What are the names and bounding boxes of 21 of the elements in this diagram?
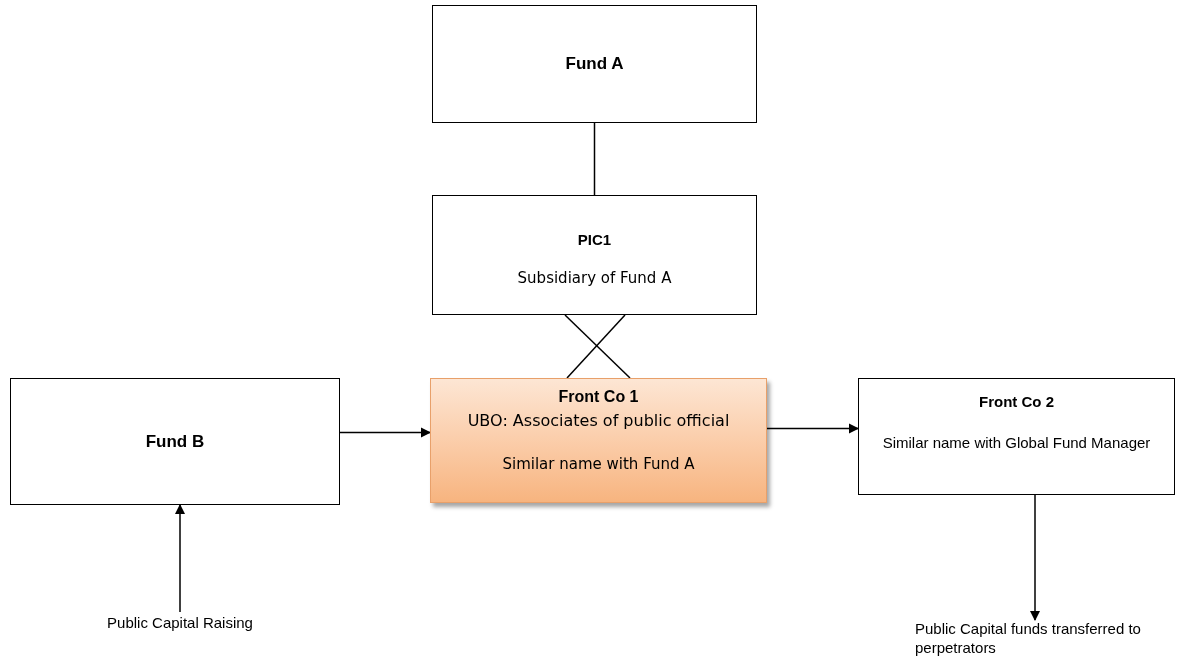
connector-line xyxy=(593,122,596,196)
source-text: Public Capital Raising xyxy=(107,613,253,633)
box-description: Similar name with Fund A xyxy=(502,454,695,475)
destination-text: Public Capital funds transferred to perpetrators xyxy=(915,620,1142,658)
box-title: Fund B xyxy=(145,430,205,453)
box-description: Subsidiary of Fund A xyxy=(517,268,672,289)
entity-box xyxy=(432,5,757,123)
entity-box xyxy=(432,195,757,315)
arrow xyxy=(339,427,432,438)
box-description: UBO: Associates of public official xyxy=(467,410,730,432)
entity-box xyxy=(10,378,340,505)
arrow xyxy=(174,503,186,613)
box-description: Similar name with Global Fund Manager xyxy=(881,433,1152,453)
arrow xyxy=(766,423,860,434)
box-title: Fund A xyxy=(565,53,624,76)
box-title: Front Co 1 xyxy=(558,387,639,407)
box-title: PIC1 xyxy=(577,229,612,250)
entity-box xyxy=(430,378,767,503)
arrow xyxy=(1029,494,1041,622)
box-title: Front Co 2 xyxy=(979,392,1054,412)
entity-box xyxy=(858,378,1175,495)
